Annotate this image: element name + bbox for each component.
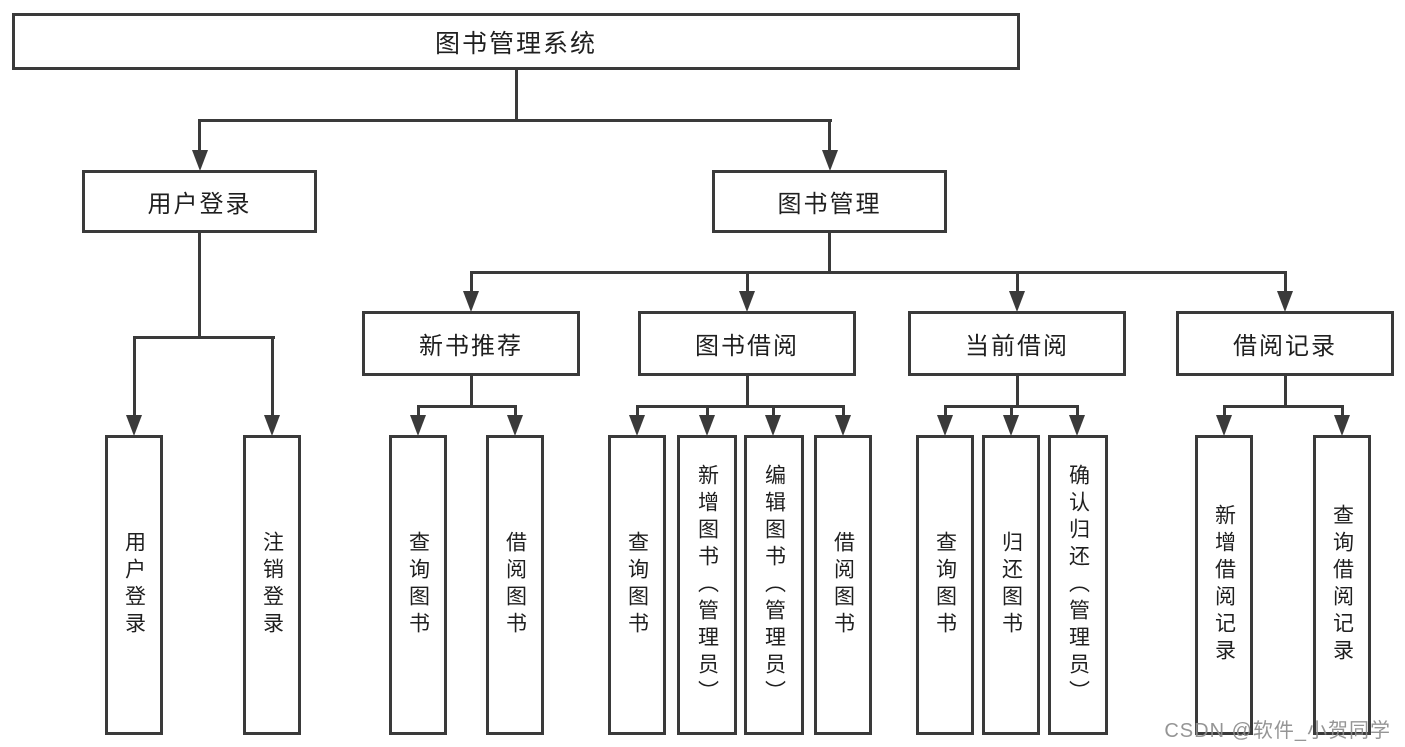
arrowhead-down-icon [765,415,781,436]
node-label: 当前借阅 [965,333,1069,360]
connector-line [706,405,709,417]
arrowhead-down-icon [1334,415,1350,436]
connector-line [842,405,845,417]
arrowhead-down-icon [937,415,953,436]
node-leaf-bb-add-book-admin: 新增图书（管理员） [677,435,737,735]
connector-line [417,405,420,417]
node-current-borrow: 当前借阅 [908,311,1126,376]
connector-line [1284,376,1287,407]
connector-line [417,405,517,408]
connector-line [470,271,1286,274]
connector-line [636,405,845,408]
node-leaf-bb-query-book: 查询图书 [608,435,666,735]
connector-line [772,405,775,417]
node-label: 查询图书 [933,531,957,639]
arrowhead-down-icon [1003,415,1019,436]
node-leaf-cb-query-book: 查询图书 [916,435,974,735]
node-label: 编辑图书（管理员） [762,463,786,707]
connector-line [514,405,517,417]
arrowhead-down-icon [1069,415,1085,436]
node-leaf-user-login: 用户登录 [105,435,163,735]
node-book-management: 图书管理 [712,170,947,233]
node-label: 图书借阅 [695,333,799,360]
connector-line [746,271,749,293]
node-label: 新书推荐 [419,333,523,360]
connector-line [1010,405,1013,417]
arrowhead-down-icon [835,415,851,436]
node-leaf-br-add-record: 新增借阅记录 [1195,435,1253,735]
connector-line [1016,376,1019,407]
node-label: 用户登录 [122,531,146,639]
connector-line [133,336,136,418]
node-label: 借阅图书 [831,531,855,639]
arrowhead-down-icon [264,415,280,436]
arrowhead-down-icon [126,415,142,436]
arrowhead-down-icon [192,150,208,171]
connector-line [1223,405,1226,417]
node-label: 归还图书 [999,531,1023,639]
arrowhead-down-icon [1216,415,1232,436]
node-leaf-bb-borrow-book: 借阅图书 [814,435,872,735]
connector-line [636,405,639,417]
node-leaf-cb-return-book: 归还图书 [982,435,1040,735]
node-leaf-nbr-query-book: 查询图书 [389,435,447,735]
arrowhead-down-icon [507,415,523,436]
node-label: 注销登录 [260,531,284,639]
node-label: 查询图书 [625,531,649,639]
node-label: 查询图书 [406,531,430,639]
node-leaf-bb-edit-book-admin: 编辑图书（管理员） [744,435,804,735]
node-leaf-nbr-borrow-book: 借阅图书 [486,435,544,735]
connector-line [1284,271,1287,293]
arrowhead-down-icon [699,415,715,436]
node-label: 新增借阅记录 [1212,504,1236,666]
node-label: 新增图书（管理员） [695,463,719,707]
connector-line [470,376,473,407]
arrowhead-down-icon [822,150,838,171]
connector-line [828,233,831,273]
connector-line [1223,405,1344,408]
node-leaf-br-query-record: 查询借阅记录 [1313,435,1371,735]
connector-line [133,336,275,339]
node-label: 确认归还（管理员） [1066,463,1090,707]
node-label: 借阅图书 [503,531,527,639]
connector-line [1341,405,1344,417]
node-label: 图书管理 [777,191,882,218]
connector-line [515,69,518,121]
node-leaf-cb-confirm-return-admin: 确认归还（管理员） [1048,435,1108,735]
arrowhead-down-icon [463,291,479,312]
node-label: 借阅记录 [1233,333,1337,360]
node-leaf-logout: 注销登录 [243,435,301,735]
connector-line [746,376,749,407]
node-root-library-system: 图书管理系统 [12,13,1020,70]
node-label: 查询借阅记录 [1330,504,1354,666]
connector-line [828,119,831,152]
connector-line [944,405,947,417]
arrowhead-down-icon [1277,291,1293,312]
arrowhead-down-icon [1009,291,1025,312]
node-book-borrow: 图书借阅 [638,311,856,376]
connector-line [198,119,201,152]
connector-line [271,336,274,418]
node-label: 用户登录 [147,191,252,218]
connector-line [198,119,832,122]
connector-line [470,271,473,293]
node-borrow-record: 借阅记录 [1176,311,1394,376]
node-new-book-recommend: 新书推荐 [362,311,580,376]
node-label: 图书管理系统 [434,29,597,58]
connector-line [198,233,201,338]
connector-line [1016,271,1019,293]
csdn-watermark: CSDN @软件_小贺同学 [1164,720,1391,742]
arrowhead-down-icon [739,291,755,312]
arrowhead-down-icon [629,415,645,436]
connector-line [1076,405,1079,417]
node-user-login: 用户登录 [82,170,317,233]
arrowhead-down-icon [410,415,426,436]
